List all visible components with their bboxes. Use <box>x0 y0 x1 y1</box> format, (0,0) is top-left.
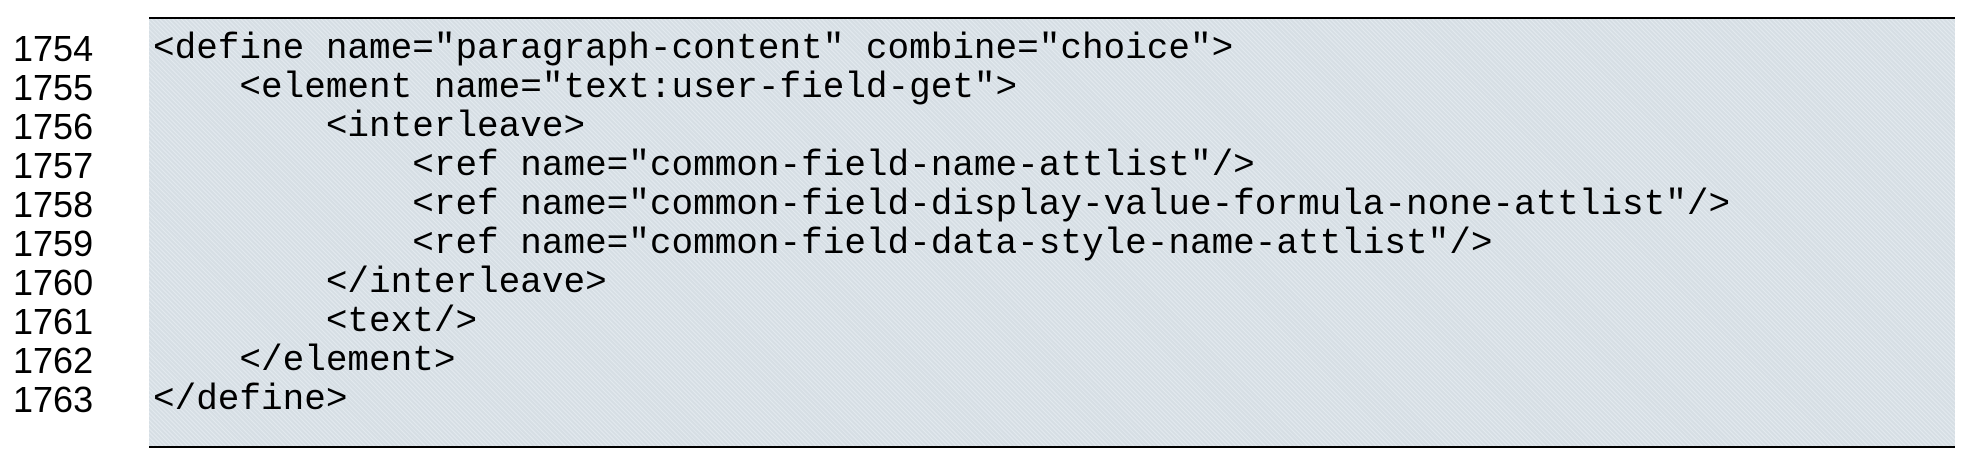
code-line: </define> <box>153 379 348 420</box>
code-line: </element> <box>153 340 456 381</box>
line-number: 1760 <box>13 262 94 303</box>
code-line: <ref name="common-field-display-value-fo… <box>153 184 1731 225</box>
line-number: 1757 <box>13 145 94 186</box>
line-number: 1763 <box>13 379 94 420</box>
code-line: <ref name="common-field-name-attlist"/> <box>153 145 1255 186</box>
code-line: <interleave> <box>153 106 586 147</box>
line-number-gutter: 1754 1755 1756 1757 1758 1759 1760 1761 … <box>13 29 93 419</box>
line-number: 1755 <box>13 67 94 108</box>
code-line: <ref name="common-field-data-style-name-… <box>153 223 1493 264</box>
code-line: <text/> <box>153 301 478 342</box>
code-block: <define name="paragraph-content" combine… <box>149 17 1955 448</box>
code-line: </interleave> <box>153 262 607 303</box>
code-line: <element name="text:user-field-get"> <box>153 67 1018 108</box>
line-number: 1758 <box>13 184 94 225</box>
line-number: 1761 <box>13 301 94 342</box>
code-line: <define name="paragraph-content" combine… <box>153 28 1234 69</box>
line-number: 1756 <box>13 106 94 147</box>
line-number: 1754 <box>13 28 94 69</box>
line-number: 1759 <box>13 223 94 264</box>
line-number: 1762 <box>13 340 94 381</box>
